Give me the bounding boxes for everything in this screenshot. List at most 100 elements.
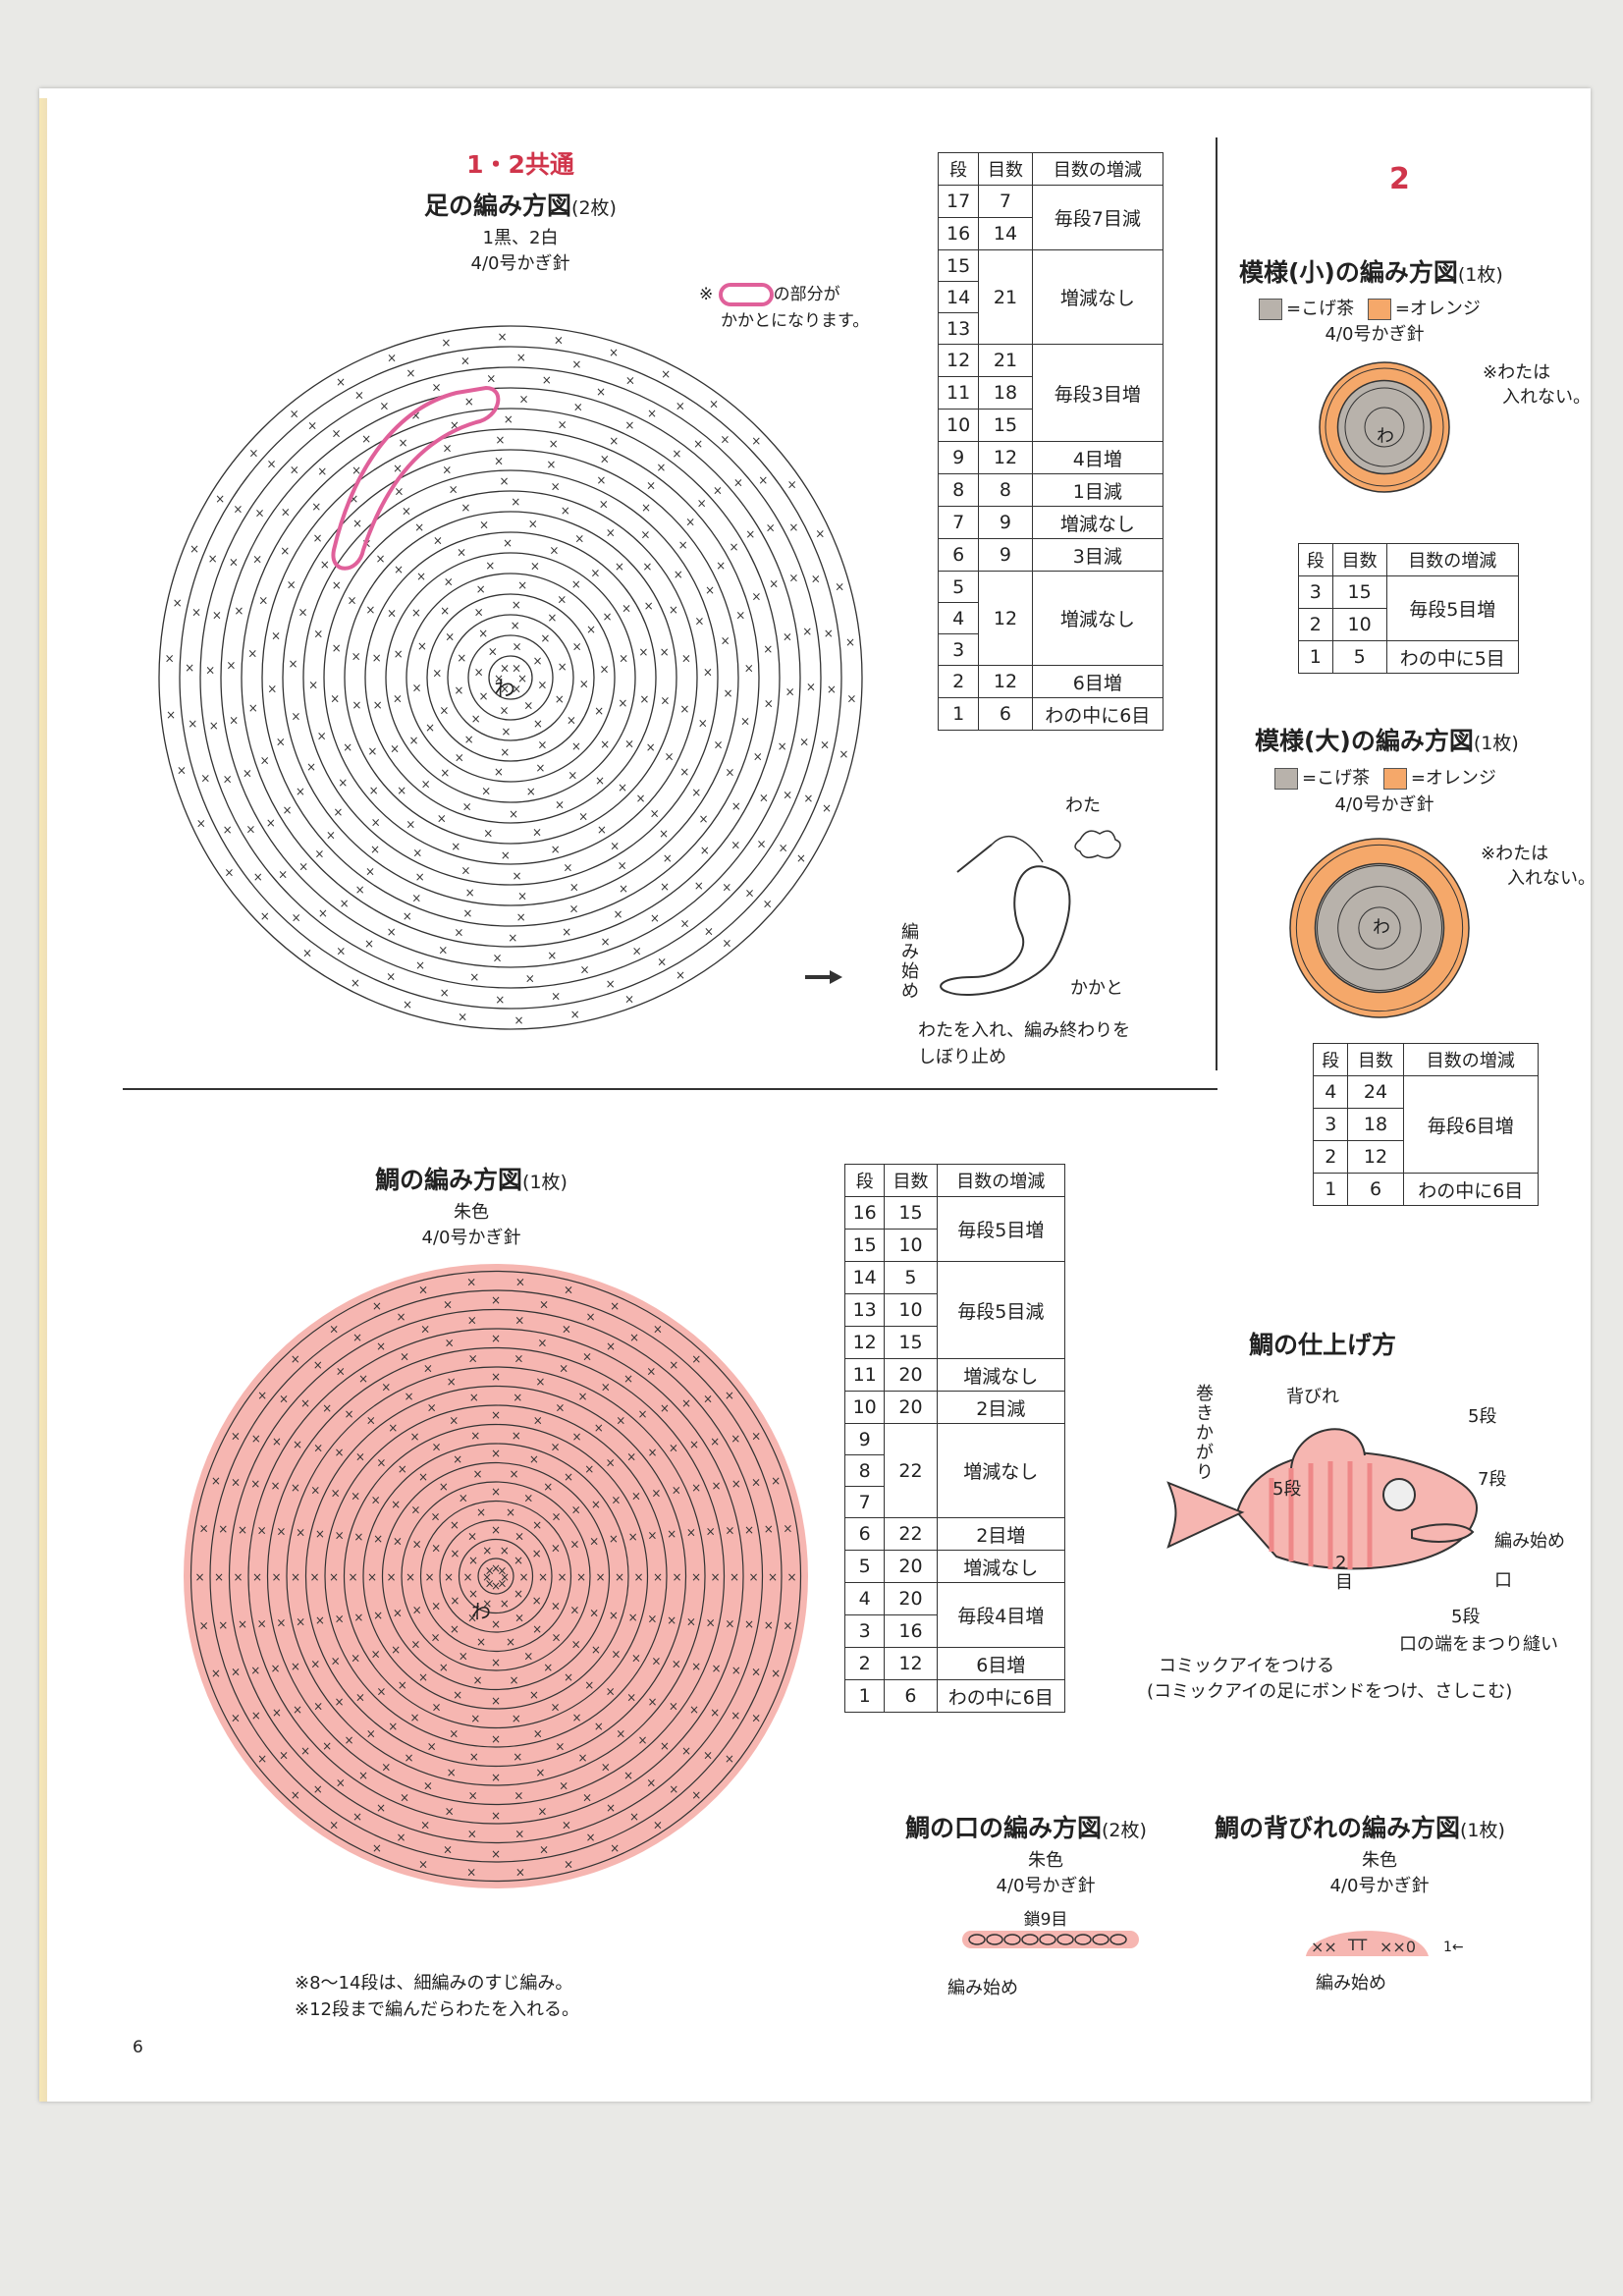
- stitch-mark: ×: [529, 1452, 539, 1466]
- stitch-mark: ×: [590, 566, 600, 579]
- stitch-mark: ×: [691, 1660, 701, 1673]
- ring-5: [406, 573, 616, 783]
- stitch-mark: ×: [724, 686, 733, 700]
- stitch-mark: ×: [610, 1841, 620, 1855]
- stitch-mark: ×: [651, 1655, 661, 1668]
- stitch-mark: ×: [403, 998, 412, 1011]
- stitch-mark: ×: [491, 1732, 501, 1746]
- stitch-mark: ×: [783, 630, 792, 644]
- stitch-count-cell: 12: [1347, 1140, 1404, 1174]
- stitch-mark: ×: [710, 1706, 720, 1720]
- stitch-mark: ×: [543, 1661, 553, 1674]
- stitch-mark: ×: [388, 1720, 398, 1733]
- stitch-mark: ×: [469, 1750, 479, 1764]
- row-number-cell: 1: [937, 697, 980, 731]
- stitch-mark: ×: [653, 1818, 663, 1831]
- foot-title: 足の編み方図(2枚): [353, 187, 687, 222]
- stitch-mark: ×: [751, 1711, 761, 1724]
- fin-stitch-symbols: ××TT××0: [1311, 1936, 1416, 1956]
- stitch-count-cell: 24: [1347, 1075, 1404, 1109]
- ring-12: [261, 428, 760, 927]
- fin-bg-icon: [1306, 1931, 1429, 1956]
- illus-caption-2: しぼり止め: [918, 1047, 1006, 1067]
- stitch-mark: ×: [733, 475, 743, 489]
- orange-swatch-icon: [1382, 768, 1407, 790]
- tai-title: 鯛の編み方図(1枚): [324, 1161, 619, 1196]
- stitch-mark: ×: [449, 1726, 459, 1740]
- stitch-mark: ×: [458, 1011, 467, 1024]
- inner-brown-disc: [1336, 379, 1433, 475]
- inner-brown-disc: [1314, 862, 1445, 994]
- stitch-mark: ×: [619, 882, 628, 896]
- illus-caption-1: わたを入れ、編み終わりを: [918, 1020, 1131, 1041]
- stitch-mark: ×: [788, 520, 798, 534]
- stitch-mark: ×: [189, 542, 199, 556]
- stitch-mark: ×: [519, 392, 529, 406]
- stitch-mark: ×: [745, 527, 755, 541]
- stitch-mark: ×: [352, 1810, 362, 1824]
- stitch-change-cell: 増減なし: [936, 1358, 1066, 1392]
- tai-center-label: わ: [471, 1600, 491, 1623]
- stitch-mark: ×: [460, 354, 470, 367]
- table-header-cell: 目数の増減: [936, 1164, 1066, 1197]
- stitch-mark: ×: [438, 944, 448, 957]
- stitch-mark: ×: [517, 890, 527, 903]
- stitch-mark: ×: [406, 818, 415, 832]
- stitch-mark: ×: [749, 1570, 759, 1584]
- stitch-mark: ×: [769, 577, 779, 591]
- stitch-mark: ×: [555, 798, 565, 812]
- stitch-mark: ×: [528, 518, 538, 531]
- stitch-mark: ×: [694, 879, 704, 893]
- stitch-mark: ×: [647, 1446, 657, 1459]
- foot-center-label: わ: [494, 678, 516, 702]
- stitch-mark: ×: [453, 1452, 462, 1466]
- stitch-mark: ×: [199, 1619, 209, 1633]
- stitch-count-cell: 22: [884, 1517, 938, 1551]
- stitch-mark: ×: [310, 1658, 320, 1671]
- finish-7dan: 7段: [1478, 1469, 1507, 1490]
- stitch-mark: ×: [365, 603, 375, 617]
- ring-16: [179, 346, 842, 1010]
- stitch-change-cell: 増減なし: [936, 1550, 1066, 1583]
- stitch-mark: ×: [532, 1594, 542, 1608]
- stitch-mark: ×: [267, 683, 277, 696]
- stitch-mark: ×: [410, 1503, 420, 1517]
- stitch-mark: ×: [188, 717, 197, 731]
- tai-ring-11: [286, 1366, 706, 1786]
- stitch-mark: ×: [317, 729, 327, 742]
- stitch-mark: ×: [224, 865, 234, 879]
- stitch-mark: ×: [478, 689, 488, 703]
- stitch-mark: ×: [705, 583, 715, 597]
- stitch-mark: ×: [215, 492, 225, 506]
- stitch-mark: ×: [406, 366, 415, 380]
- stitch-mark: ×: [787, 478, 797, 492]
- stitch-mark: ×: [539, 1843, 549, 1857]
- stitch-mark: ×: [656, 461, 666, 474]
- mouth-bg-icon: [962, 1931, 1139, 1948]
- stitch-mark: ×: [537, 1804, 547, 1818]
- legend-brown-text: =こげ茶: [1286, 299, 1355, 319]
- stitch-mark: ×: [248, 447, 258, 461]
- stitch-mark: ×: [318, 906, 328, 920]
- stitch-mark: ×: [404, 1751, 413, 1765]
- stitch-mark: ×: [764, 1522, 774, 1536]
- row-number-cell: 4: [1312, 1075, 1349, 1109]
- stitch-mark: ×: [440, 604, 450, 618]
- stitch-mark: ×: [698, 717, 708, 731]
- stitch-mark: ×: [766, 520, 776, 534]
- stitch-mark: ×: [672, 1658, 681, 1671]
- stitch-mark: ×: [626, 1690, 636, 1704]
- stitch-mark: ×: [455, 751, 464, 765]
- stitch-mark: ×: [371, 1648, 381, 1662]
- brown-swatch-icon: [1259, 299, 1282, 320]
- stitch-mark: ×: [610, 1299, 620, 1313]
- foot-color-line: 1黒、2白: [482, 228, 559, 248]
- stitch-mark: ×: [315, 1613, 325, 1627]
- section-divider-vertical: [1216, 137, 1217, 1070]
- stitch-mark: ×: [370, 843, 380, 856]
